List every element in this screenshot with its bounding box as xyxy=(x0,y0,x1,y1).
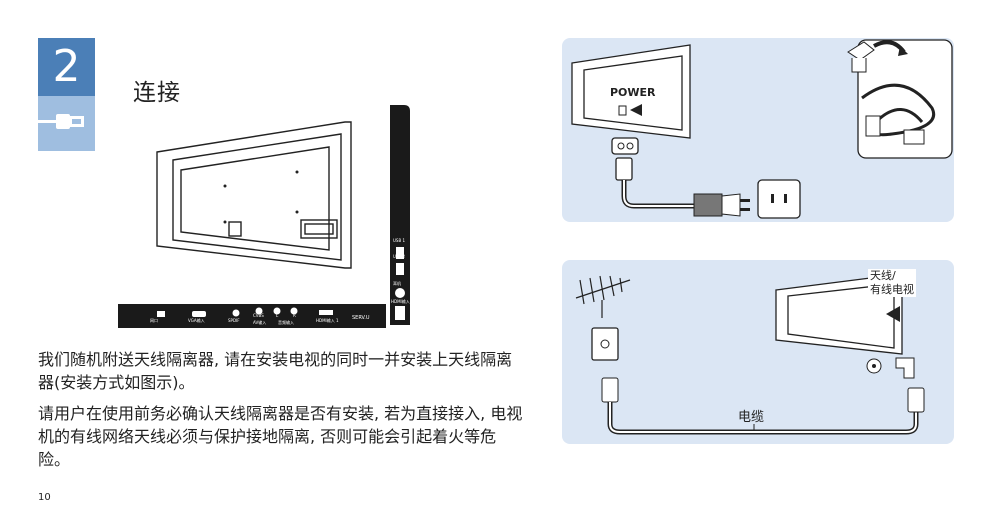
antenna-isolator-note: 我们随机附送天线隔离器, 请在安装电视的同时一并安装上天线隔离器(安装方式如图示… xyxy=(38,350,513,392)
port-label-usb1: USB 1 xyxy=(393,238,406,243)
port-label-usb2: USB 2 xyxy=(393,254,406,259)
tv-antenna-label: 天线/ 有线电视 xyxy=(868,269,916,297)
port-label-lan: 网口 xyxy=(150,318,158,323)
port-label-hdmi2: HDMI输入 2 xyxy=(391,299,414,304)
tv-antenna-label-line1: 天线/ xyxy=(870,269,896,282)
page-title: 连接 xyxy=(133,80,181,106)
port-label-vga: VGA输入 xyxy=(188,318,205,323)
port-label-spdif: SPDIF xyxy=(228,318,240,323)
tv-bottom-ports xyxy=(118,304,386,328)
power-port-label: POWER xyxy=(610,86,656,99)
hdmi-plug-icon xyxy=(38,114,84,129)
tv-back-illustration xyxy=(156,121,352,269)
power-diagram xyxy=(571,39,953,219)
port-label-av-in: AV输入 xyxy=(253,320,267,325)
tv-side-ports xyxy=(390,105,410,325)
port-label-headphone: 耳机 xyxy=(393,281,401,286)
port-label-audio-r: R xyxy=(293,313,296,318)
safety-warning: 请用户在使用前务必确认天线隔离器是否有安装, 若为直接接入, 电视机的有线网络天… xyxy=(38,404,523,469)
port-label-serv-u: SERV.U xyxy=(352,315,370,321)
tv-antenna-label-line2: 有线电视 xyxy=(870,283,914,296)
port-label-audio-l: L xyxy=(276,313,279,318)
cable-label: 电缆 xyxy=(738,410,765,425)
page-number: 10 xyxy=(38,492,51,503)
step-number-badge: 2 xyxy=(38,38,95,96)
port-label-hdmi1: HDMI输入 1 xyxy=(316,318,339,323)
port-label-cvbs: CVBS xyxy=(253,313,264,318)
port-label-audio-in: 音频输入 xyxy=(278,320,294,325)
connection-tab xyxy=(38,96,95,151)
